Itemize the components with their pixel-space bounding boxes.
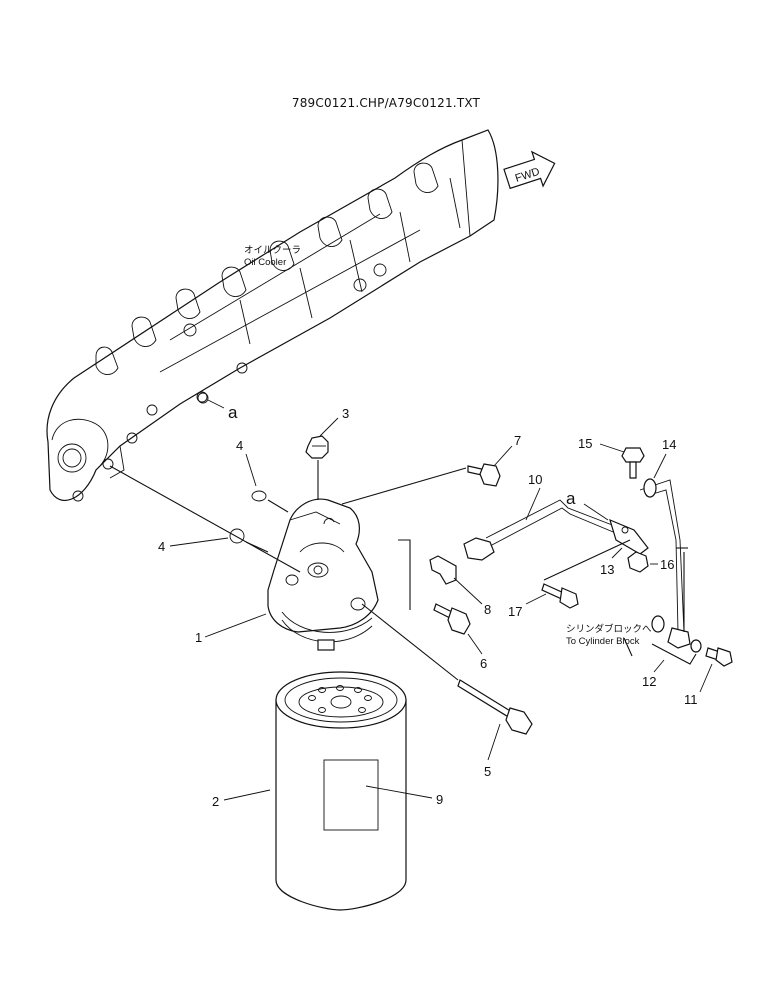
callout-part-6: 6 <box>480 656 487 671</box>
callout-part-4-lower: 4 <box>158 539 165 554</box>
callout-part-2: 2 <box>212 794 219 809</box>
callout-part-15: 15 <box>578 436 592 451</box>
callout-part-10: 10 <box>528 472 542 487</box>
bolt-part-6 <box>433 603 471 635</box>
assembly-lines <box>109 460 697 681</box>
callout-part-17: 17 <box>508 604 522 619</box>
bolt-part-11 <box>705 647 733 667</box>
callout-part-13: 13 <box>600 562 614 577</box>
cylinder-block-label-en: To Cylinder Block <box>566 636 640 647</box>
oil-tube-part-10 <box>463 499 621 561</box>
callout-part-8: 8 <box>484 602 491 617</box>
callout-part-14: 14 <box>662 437 676 452</box>
callout-part-11: 11 <box>684 692 698 707</box>
o-ring-upper-part-4 <box>251 490 267 502</box>
fwd-arrow-icon <box>503 150 556 190</box>
ref-a-cooler: a <box>228 403 238 422</box>
bolt-part-7 <box>467 463 501 487</box>
plug-part-3 <box>305 435 329 459</box>
oil-cooler-label-en: Oil Cooler <box>244 257 286 268</box>
washer-part-12-b <box>690 639 702 653</box>
ref-a-port-cooler <box>197 392 209 404</box>
long-bolt-part-5 <box>457 679 533 735</box>
callout-part-4-upper: 4 <box>236 438 243 453</box>
callout-part-12: 12 <box>642 674 656 689</box>
oil-cooler <box>46 129 499 502</box>
callout-part-5: 5 <box>484 764 491 779</box>
ref-a-tube: a <box>566 489 576 508</box>
o-ring-lower-part-4 <box>229 528 245 544</box>
callout-part-7: 7 <box>514 433 521 448</box>
cylinder-block-label-jp: シリンダブロックへ <box>566 623 652 635</box>
hose-part-14 <box>639 478 691 649</box>
file-header: 789C0121.CHP/A79C0121.TXT <box>291 96 481 110</box>
callout-part-16: 16 <box>660 557 674 572</box>
oil-cooler-label-jp: オイルクーラ <box>244 245 301 256</box>
filter-head <box>267 498 379 651</box>
clip-part-13 <box>609 518 649 555</box>
bolt-part-15 <box>621 447 645 479</box>
callout-part-9: 9 <box>436 792 443 807</box>
callout-part-1: 1 <box>195 630 202 645</box>
filter-cartridge <box>275 671 407 911</box>
nut-part-16 <box>627 551 649 573</box>
callouts: 1 2 3 4 4 5 6 7 8 9 10 11 12 13 14 15 16 <box>158 406 713 809</box>
callout-part-3: 3 <box>342 406 349 421</box>
elbow-fitting-part-8 <box>429 555 457 585</box>
bolt-part-17 <box>541 583 579 609</box>
washer-part-12-a <box>651 615 665 633</box>
